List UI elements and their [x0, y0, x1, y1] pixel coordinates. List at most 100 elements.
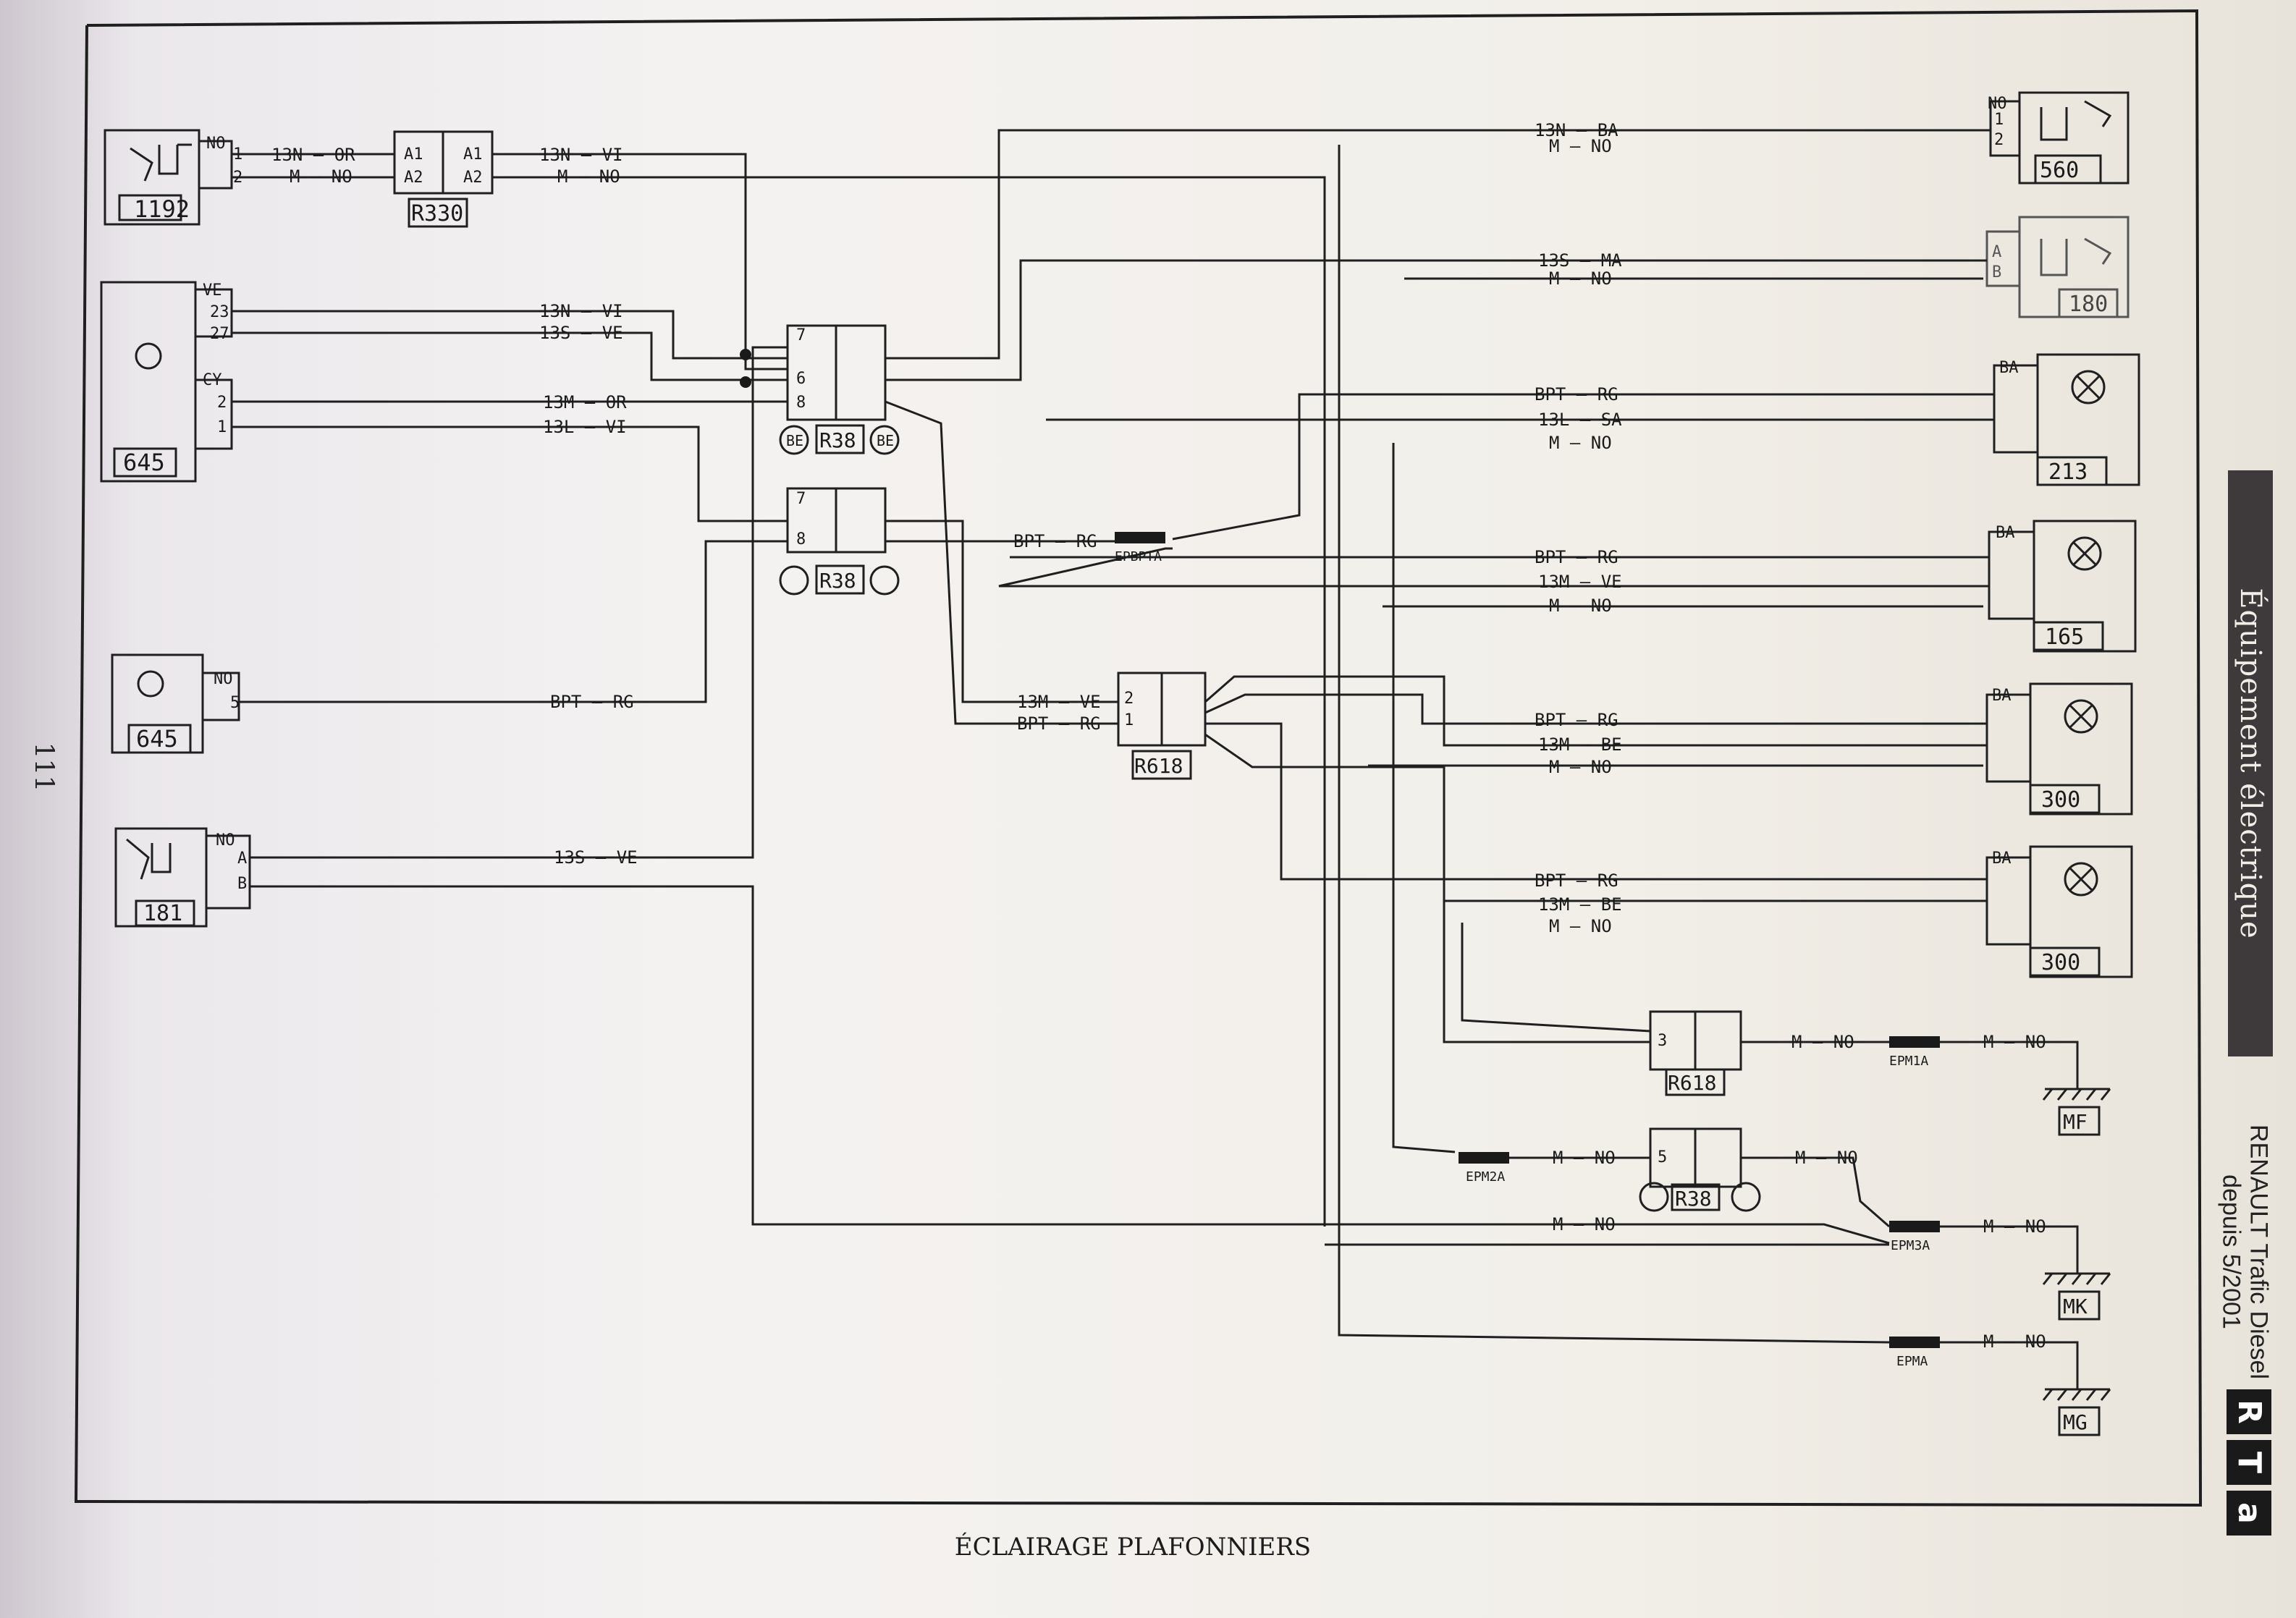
pin-1-r618: 1	[1124, 711, 1134, 729]
wire-label-m-no-10: M — NO	[1983, 1032, 2046, 1052]
connector-cy-645: CY	[203, 371, 222, 389]
label-r618-lower: R618	[1668, 1071, 1716, 1095]
wire-label-m-no-2: M — NO	[557, 166, 620, 187]
pin-1-560: 1	[1994, 111, 2004, 129]
wire-label-m-no-1: M — NO	[290, 166, 353, 187]
label-ground-mf: MF	[2063, 1110, 2088, 1134]
wire-label-13l-vi: 13L — VI	[543, 417, 627, 437]
label-180: 180	[2069, 292, 2108, 317]
pin-2-1192: 2	[233, 169, 242, 187]
wire-label-bpt-rg-7: BPT — RG	[1535, 871, 1618, 891]
lamp-300-upper	[1985, 682, 2133, 816]
splice-epm1a	[1889, 1036, 1940, 1048]
connector-be-2: BE	[877, 432, 894, 449]
wire-label-bpt-rg-5: BPT — RG	[1535, 547, 1618, 567]
connector-no-r330: NO	[206, 135, 226, 153]
pin-3-r618b: 3	[1658, 1032, 1667, 1050]
splice-label-epm2a: EPM2A	[1466, 1169, 1505, 1185]
pin-23: 23	[210, 303, 229, 321]
wire-label-13l-sa: 13L — SA	[1538, 410, 1622, 430]
pin-6-r38: 6	[796, 370, 806, 388]
splice-label-epbpta: EPBPTA	[1115, 549, 1162, 564]
label-ground-mg: MG	[2063, 1410, 2088, 1434]
connector-ba-213: BA	[1999, 359, 2019, 377]
connector-no-560: NO	[1988, 95, 2007, 113]
label-560: 560	[2040, 158, 2079, 183]
pin-1-1192: 1	[233, 145, 242, 164]
wire-label-13s-ma: 13S — MA	[1538, 250, 1622, 271]
connector-be-1: BE	[786, 432, 803, 449]
wire-label-13s-ve-1: 13S — VE	[539, 323, 623, 343]
label-165: 165	[2045, 624, 2084, 650]
label-300-upper: 300	[2041, 787, 2080, 813]
wire-label-13n-vi-1: 13N — VI	[539, 145, 623, 165]
label-645-bottom: 645	[136, 725, 178, 753]
wire-label-m-no-15: M — NO	[1983, 1331, 2046, 1352]
wire-label-13n-or: 13N — OR	[271, 145, 355, 165]
pin-27: 27	[210, 325, 229, 343]
page-caption: ÉCLAIRAGE PLAFONNIERS	[954, 1533, 1312, 1562]
wire-label-m-no-13: M — NO	[1553, 1214, 1616, 1234]
splice-epm2a	[1459, 1152, 1509, 1164]
connector-ba-300b: BA	[1992, 850, 2012, 868]
lamp-213	[1993, 353, 2140, 486]
wire-label-13m-or: 13M — OR	[543, 392, 627, 412]
label-213: 213	[2048, 459, 2088, 485]
pin-7-r38: 7	[796, 326, 806, 344]
pin-a2-left: A2	[404, 169, 423, 187]
wire-label-m-no-12: M — NO	[1795, 1148, 1858, 1168]
splice-epbpta	[1115, 532, 1165, 543]
label-r618-middle: R618	[1134, 754, 1183, 778]
wire-label-13m-ve-2: 13M — VE	[1538, 572, 1622, 592]
wire-label-bpt-rg-1: BPT — RG	[550, 692, 634, 712]
pin-a2-right: A2	[463, 169, 483, 187]
label-ground-mk: MK	[2063, 1295, 2088, 1318]
pin-8-r38: 8	[796, 394, 806, 412]
logo-letter-t: T	[2227, 1440, 2271, 1485]
pin-1-645: 1	[217, 418, 227, 436]
pin-a1-right: A1	[463, 145, 483, 164]
wire-label-13m-be-1: 13M — BE	[1538, 734, 1622, 755]
wire-label-m-no-8: M — NO	[1549, 916, 1612, 936]
wire-label-m-no-14: M — NO	[1983, 1216, 2046, 1237]
wire-label-m-no-11: M — NO	[1553, 1148, 1616, 1168]
pin-5-r38c: 5	[1658, 1148, 1667, 1166]
logo-letter-a: a	[2227, 1491, 2271, 1536]
page-number: 111	[28, 742, 59, 792]
connector-ba-300a: BA	[1992, 687, 2012, 705]
diagram-frame	[74, 9, 2203, 1507]
component-1192	[104, 129, 201, 226]
connector-no-181: NO	[216, 831, 235, 850]
label-r38-lower: R38	[1675, 1187, 1712, 1211]
label-181: 181	[143, 901, 182, 926]
splice-label-epma: EPMA	[1896, 1354, 1928, 1369]
splice-epma	[1889, 1337, 1940, 1348]
wire-label-13n-vi-2: 13N — VI	[539, 301, 623, 321]
pin-b-180: B	[1992, 263, 2001, 281]
splice-label-epm3a: EPM3A	[1891, 1238, 1930, 1253]
label-r38-middle: R38	[819, 569, 856, 593]
wire-label-m-no-5: M — NO	[1549, 433, 1612, 453]
splice-label-epm1a: EPM1A	[1889, 1054, 1928, 1069]
ground-mf-icon	[2042, 1088, 2111, 1101]
ground-mg-icon	[2042, 1388, 2111, 1401]
wire-label-13m-be-2: 13M — BE	[1538, 894, 1622, 915]
pin-7-r38b: 7	[796, 490, 806, 508]
pin-5-645b: 5	[230, 694, 240, 712]
pin-8-r38b: 8	[796, 530, 806, 548]
pin-a-181: A	[237, 850, 247, 868]
label-1192: 1192	[134, 195, 190, 223]
wire-label-m-no-4: M — NO	[1549, 268, 1612, 289]
section-title: Équipement électrique	[2234, 588, 2267, 939]
wire-label-13m-ve-1: 13M — VE	[1017, 692, 1101, 712]
logo-letter-r: R	[2227, 1389, 2271, 1434]
wire-label-m-no-7: M — NO	[1549, 757, 1612, 777]
publication-date: depuis 5/2001	[2217, 1174, 2245, 1329]
pin-2-560: 2	[1994, 131, 2004, 149]
wire-label-bpt-rg-6: BPT — RG	[1535, 710, 1618, 730]
wire-label-m-no-6: M — NO	[1549, 596, 1612, 616]
wire-label-m-no-3: M — NO	[1549, 136, 1612, 156]
label-r38-upper: R38	[819, 428, 856, 452]
splice-epm3a	[1889, 1221, 1940, 1232]
ground-mk-icon	[2042, 1272, 2111, 1285]
